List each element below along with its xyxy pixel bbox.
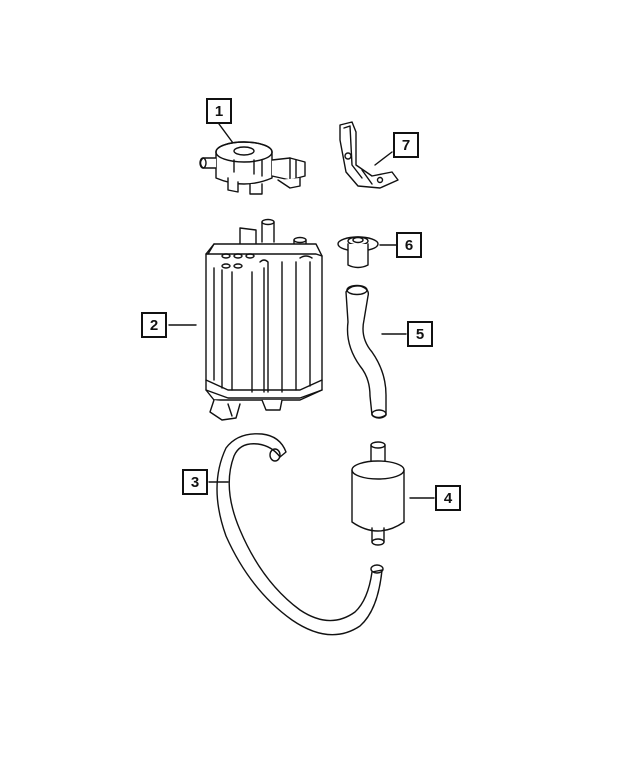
part-4-filter — [351, 441, 435, 546]
callout-6: 6 — [396, 232, 422, 258]
part-1-purge-valve — [199, 123, 306, 195]
part-2-canister — [168, 218, 323, 421]
part-6-grommet — [337, 236, 397, 269]
callout-3: 3 — [182, 469, 208, 495]
part-5-hose — [345, 284, 407, 419]
callout-7: 7 — [393, 132, 419, 158]
part-3-hose — [208, 433, 384, 636]
callout-1: 1 — [206, 98, 232, 124]
callout-4: 4 — [435, 485, 461, 511]
part-7-bracket — [339, 121, 399, 189]
callout-5: 5 — [407, 321, 433, 347]
callout-2: 2 — [141, 312, 167, 338]
